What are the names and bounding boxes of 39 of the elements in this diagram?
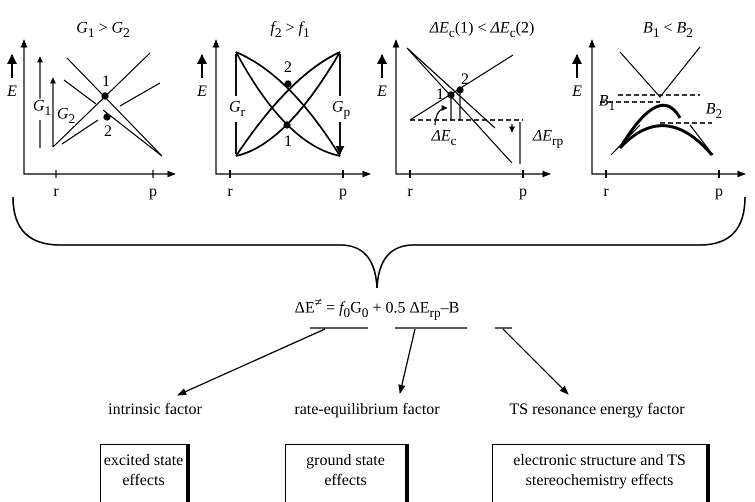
effects-box: excited state effects (100, 444, 190, 502)
plot-label: E (572, 84, 582, 100)
plot-label: 1 (102, 74, 110, 90)
equation: ΔE$^{≠}$ = f$_{0}$G$_{0}$ + 0.5 ΔE$_{rp}$–B (247, 294, 507, 322)
plot-label: 2 (461, 72, 469, 88)
effects-box: ground state effects (285, 444, 409, 502)
plot-label: r (407, 184, 413, 200)
plot-label: E (197, 84, 207, 100)
plot-label: ΔE$_{rp}$ (532, 128, 564, 148)
arrow (502, 328, 569, 395)
plot-label: B$_{2}$ (706, 102, 722, 120)
plot-label: p (149, 184, 157, 200)
plot-label: G$_{1}$ > G$_{2}$ (76, 20, 130, 40)
plot-label: r (603, 184, 609, 200)
plot-label: p (339, 184, 347, 200)
factor-label: TS resonance energy factor (507, 400, 687, 420)
plot-label: 1 (284, 134, 292, 150)
plot-label: G$_{p}$ (332, 100, 350, 118)
plot-label: r (227, 184, 233, 200)
arrow (398, 328, 416, 394)
plot-label: 2 (104, 124, 112, 140)
plot-label: E (377, 84, 387, 100)
plot-label: r (53, 184, 59, 200)
plot-label: p (715, 184, 723, 200)
plot-label: ΔE$_{c}$(1) < ΔE$_{c}$(2) (430, 20, 534, 40)
plot-label: 1 (436, 87, 444, 103)
plot-label: G$_{2}$ (56, 106, 76, 126)
plot-label: ΔE$_{c}$ (431, 128, 457, 148)
plot-label: G$_{r}$ (229, 100, 245, 118)
plot-label: G$_{1}$ (32, 98, 52, 118)
factor-label: intrinsic factor (95, 400, 215, 420)
plot-label: B$_{1}$ < B$_{2}$ (643, 20, 693, 40)
plot-label: p (519, 184, 527, 200)
arrow (177, 328, 326, 396)
plot-label: E (7, 84, 17, 100)
effects-box: electronic structure and TS stereochemistry effects (492, 444, 710, 502)
plot-label: 2 (284, 60, 292, 76)
factor-label: rate-equilibrium factor (292, 400, 442, 420)
plot-label: f$_{2}$ > f$_{1}$ (270, 20, 310, 40)
